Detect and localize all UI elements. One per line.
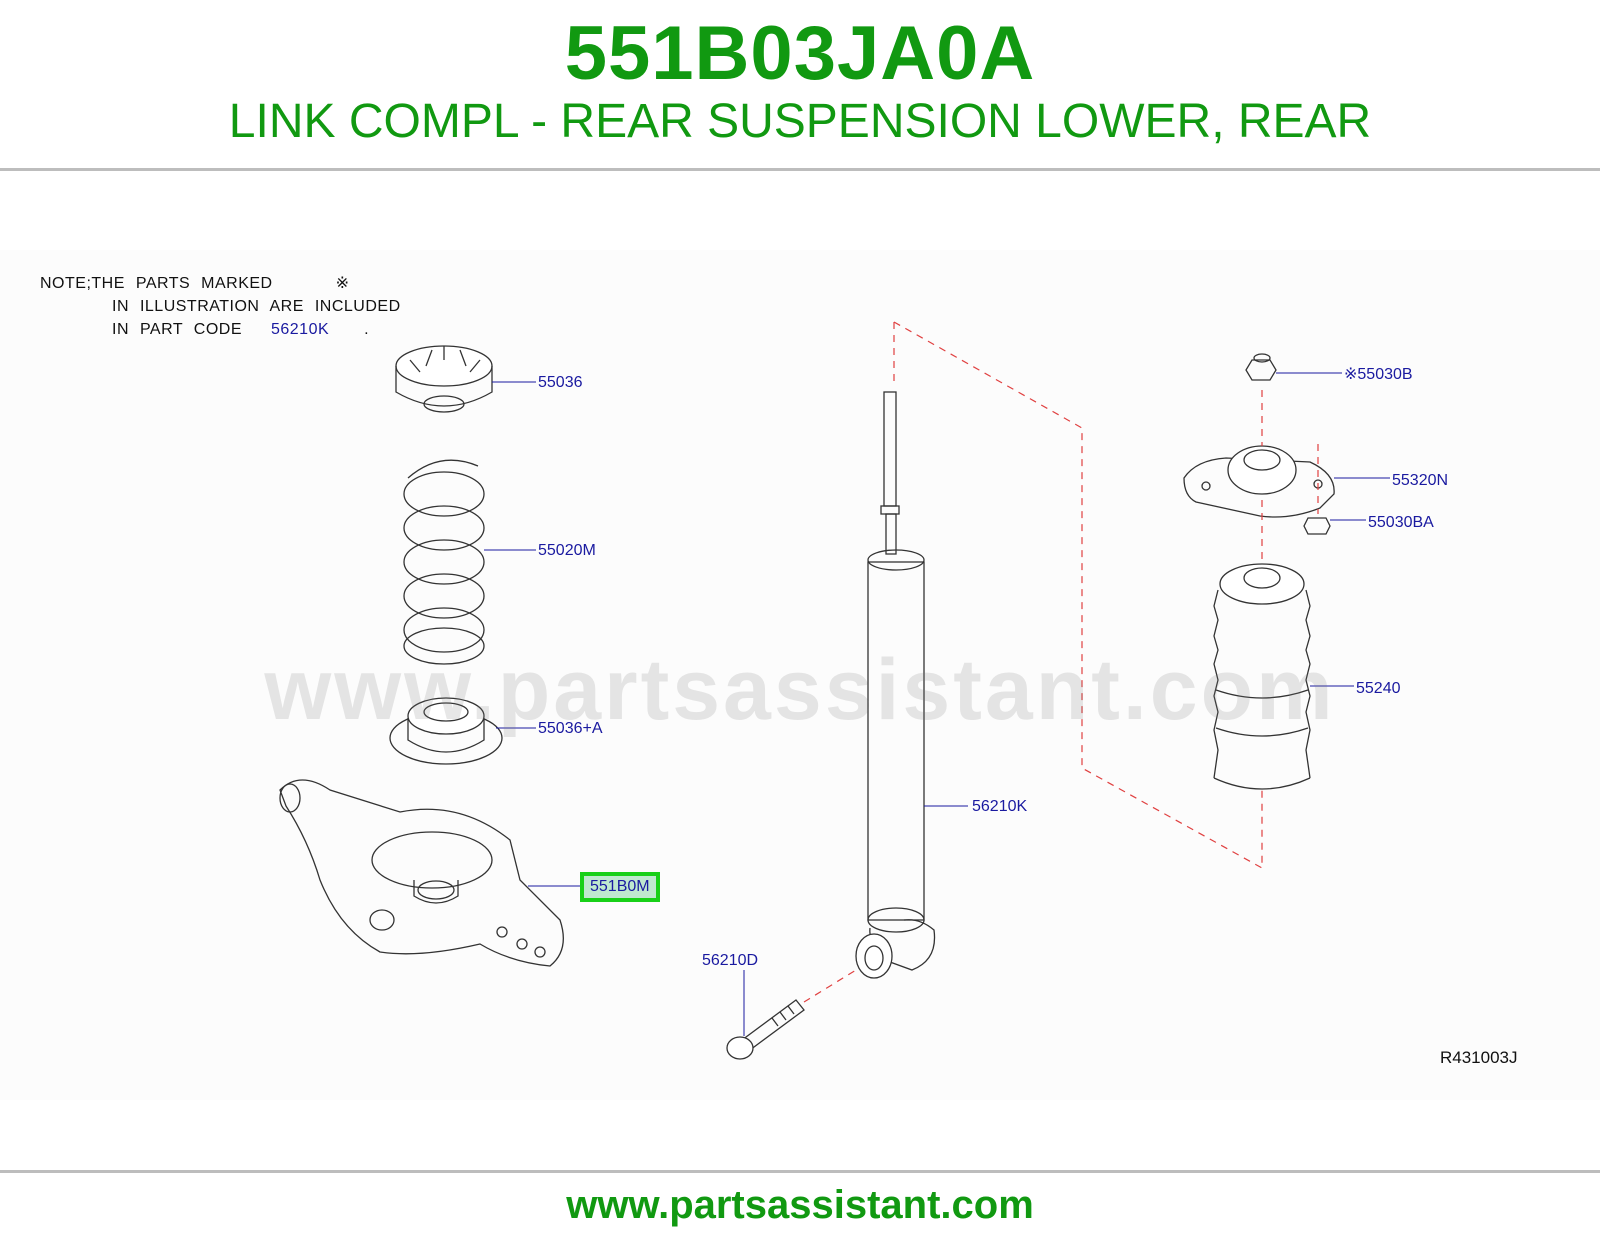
callout-55030BA[interactable]: 55030BA: [1368, 514, 1434, 531]
bound-bumper-part: [1213, 563, 1311, 790]
callout-56210K[interactable]: 56210K: [972, 798, 1028, 815]
mounting-insulator-part: [1183, 445, 1335, 518]
watermark: www.partsassistant.com: [264, 642, 1336, 738]
shock-absorber-part: [855, 391, 936, 979]
callout-551B0M[interactable]: 551B0M: [580, 872, 660, 902]
lower-link-arm-part: [279, 779, 564, 967]
spring-seat-upper-part: [395, 345, 493, 413]
part-number: 551B03JA0A: [564, 11, 1036, 96]
callout-55020M[interactable]: 55020M: [538, 542, 596, 559]
note-line-1: NOTE;THE PARTS MARKED: [40, 275, 273, 292]
assembly-dashed-lines: [803, 321, 1319, 1003]
bolt-part: [726, 999, 805, 1060]
callout-55320N[interactable]: 55320N: [1392, 472, 1449, 489]
header: 551B03JA0A LINK COMPL - REAR SUSPENSION …: [0, 0, 1600, 168]
header-divider: [0, 168, 1600, 171]
spring-seat-lower-part: [389, 697, 503, 765]
illustration-reference-code: R431003J: [1440, 1048, 1518, 1067]
diagram-area: [0, 250, 1600, 1100]
nut-lower-part: [1303, 517, 1331, 535]
illustration-note: NOTE;THE PARTS MARKED ※ IN ILLUSTRATION …: [40, 272, 401, 341]
footer-divider: [0, 1170, 1600, 1173]
callout-55240[interactable]: 55240: [1356, 680, 1401, 697]
callout-55036[interactable]: 55036: [538, 374, 583, 391]
note-symbol: ※: [335, 275, 350, 292]
part-title: LINK COMPL - REAR SUSPENSION LOWER, REAR: [228, 95, 1372, 148]
callout-55030B[interactable]: ※55030B: [1344, 366, 1413, 383]
note-part-code[interactable]: 56210K: [270, 321, 330, 338]
note-line-3: IN PART CODE: [112, 321, 243, 338]
note-line-2: IN ILLUSTRATION ARE INCLUDED: [112, 298, 401, 315]
callout-55036-a[interactable]: 55036+A: [538, 720, 603, 737]
coil-spring-part: [403, 459, 485, 665]
callout-56210D[interactable]: 56210D: [702, 952, 759, 969]
footer-url[interactable]: www.partsassistant.com: [566, 1183, 1034, 1227]
nut-upper-part: [1245, 353, 1277, 381]
leader-lines: [484, 372, 1390, 1036]
note-period: .: [364, 321, 370, 338]
